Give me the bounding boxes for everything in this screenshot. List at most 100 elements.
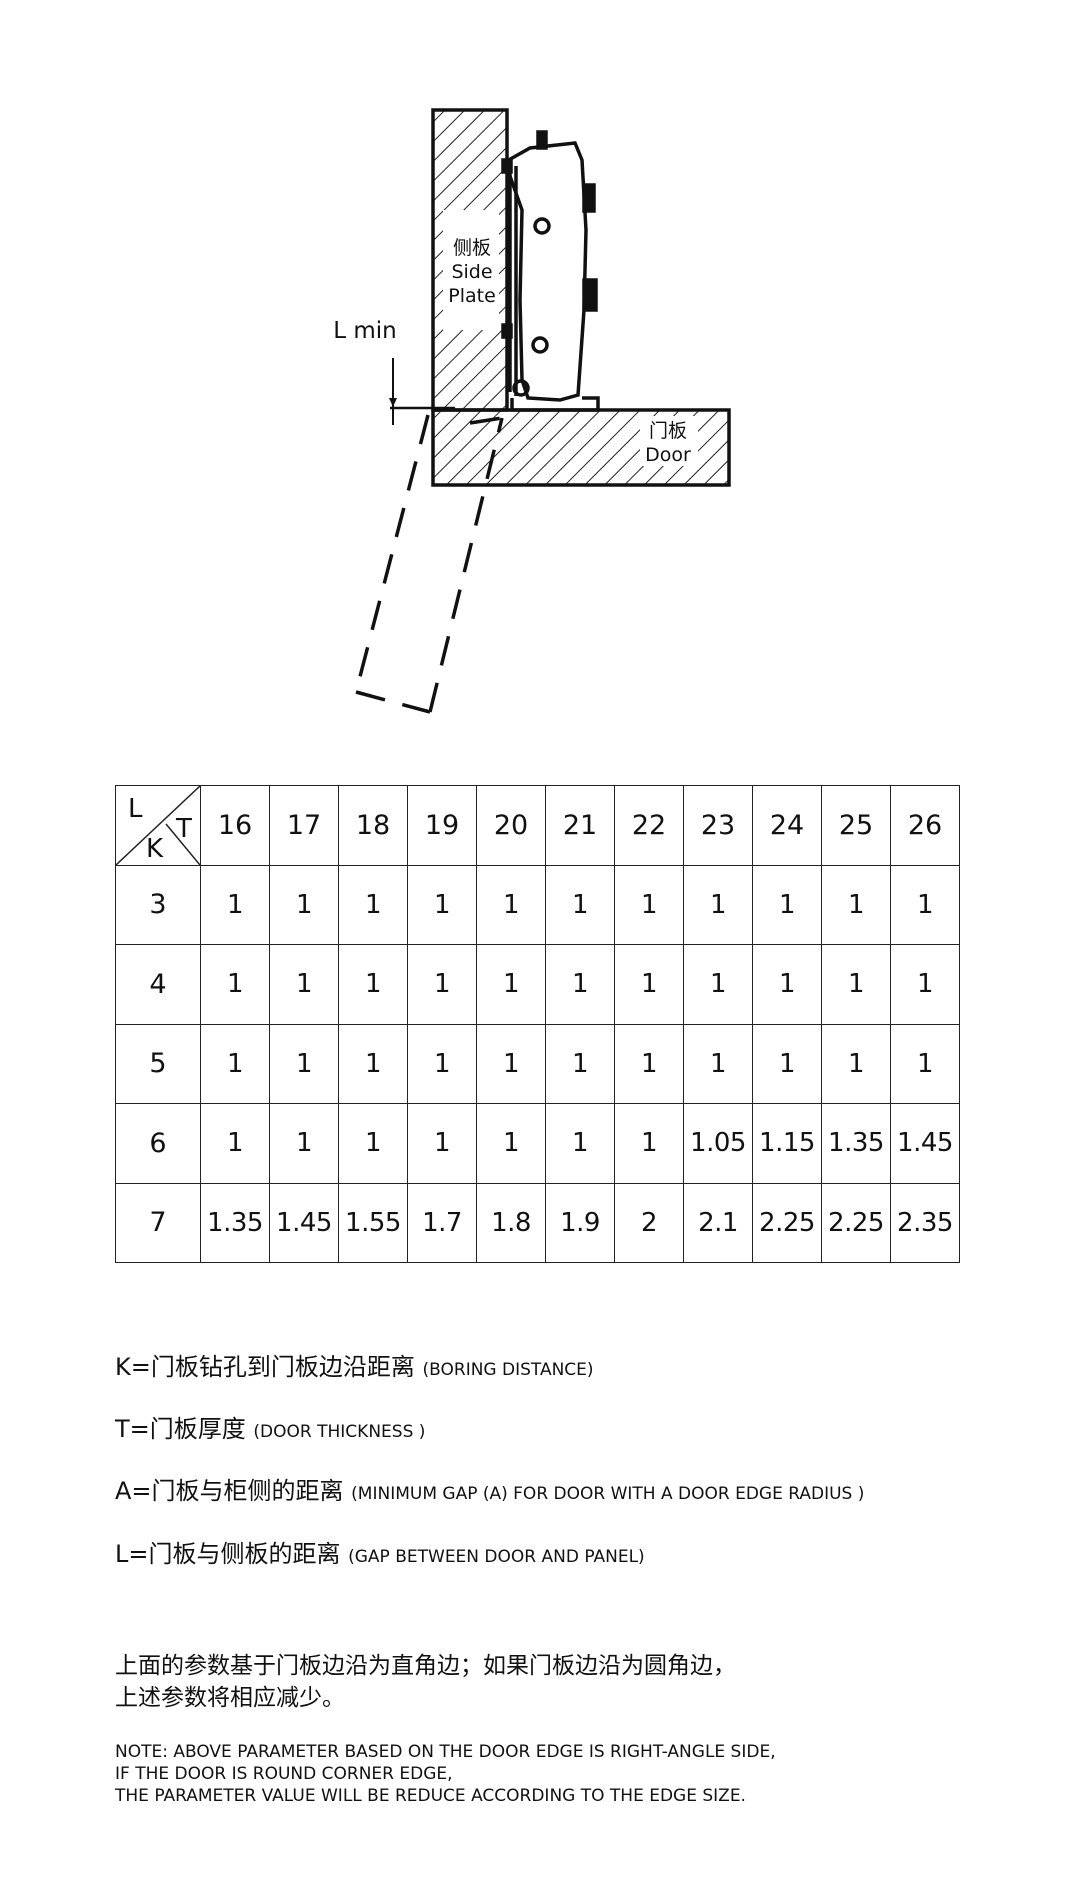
note-english: NOTE: ABOVE PARAMETER BASED ON THE DOOR … bbox=[115, 1741, 776, 1807]
table-row: 5 1 1 1 1 1 1 1 1 1 1 1 bbox=[115, 1023, 960, 1104]
table-header-row: L T K 16 17 18 19 20 21 22 23 24 25 26 bbox=[115, 785, 960, 866]
legend-a-en: (MINIMUM GAP (A) FOR DOOR WITH A DOOR ED… bbox=[351, 1484, 865, 1504]
table-cell: 1 bbox=[614, 944, 684, 1025]
legend-a: A=门板与柜侧的距离 (MINIMUM GAP (A) FOR DOOR WIT… bbox=[115, 1471, 864, 1506]
table-cell: 1 bbox=[407, 944, 477, 1025]
table-row: 6 1 1 1 1 1 1 1 1.05 1.15 1.35 1.45 bbox=[115, 1103, 960, 1184]
table-cell: 1.45 bbox=[890, 1103, 960, 1184]
opened-door-outline bbox=[354, 414, 504, 714]
row-header: 7 bbox=[115, 1182, 201, 1263]
table-cell: 1.55 bbox=[338, 1182, 408, 1263]
legend-l: L=门板与侧板的距离 (GAP BETWEEN DOOR AND PANEL) bbox=[115, 1534, 645, 1569]
table-cell: 1 bbox=[890, 864, 960, 945]
row-header: 6 bbox=[115, 1103, 201, 1184]
table-cell: 1.7 bbox=[407, 1182, 477, 1263]
column-header: 17 bbox=[269, 785, 339, 866]
note-cn-line-2: 上述参数将相应减少。 bbox=[115, 1685, 345, 1711]
table-cell: 1 bbox=[338, 1023, 408, 1104]
row-header: 3 bbox=[115, 864, 201, 945]
table-cell: 1 bbox=[269, 944, 339, 1025]
table-cell: 1 bbox=[545, 944, 615, 1025]
table-cell: 1 bbox=[821, 944, 891, 1025]
side-plate-en-label-1: Side bbox=[451, 261, 492, 283]
table-cell: 1 bbox=[890, 944, 960, 1025]
table-cell: 1 bbox=[407, 1023, 477, 1104]
note-en-line-3: THE PARAMETER VALUE WILL BE REDUCE ACCOR… bbox=[115, 1786, 746, 1806]
table-cell: 1.35 bbox=[200, 1182, 270, 1263]
table-cell: 1 bbox=[683, 864, 753, 945]
column-header: 24 bbox=[752, 785, 822, 866]
table-cell: 2 bbox=[614, 1182, 684, 1263]
table-cell: 1 bbox=[269, 1023, 339, 1104]
row-header: 5 bbox=[115, 1023, 201, 1104]
table-cell: 1.15 bbox=[752, 1103, 822, 1184]
corner-label-t: T bbox=[176, 814, 192, 844]
row-header: 4 bbox=[115, 944, 201, 1025]
table-cell: 1 bbox=[683, 1023, 753, 1104]
table-cell: 2.25 bbox=[821, 1182, 891, 1263]
legend-t-cn: T=门板厚度 bbox=[115, 1415, 246, 1443]
table-cell: 1 bbox=[545, 1103, 615, 1184]
legend-l-en: (GAP BETWEEN DOOR AND PANEL) bbox=[348, 1547, 645, 1567]
table-cell: 1 bbox=[752, 944, 822, 1025]
table-cell: 1 bbox=[821, 864, 891, 945]
table-cell: 1 bbox=[545, 864, 615, 945]
note-cn-line-1: 上面的参数基于门板边沿为直角边；如果门板边沿为圆角边， bbox=[115, 1653, 736, 1679]
corner-diagonal-lines bbox=[116, 786, 200, 865]
side-plate: 侧板 Side Plate bbox=[431, 108, 509, 412]
legend-k-en: (BORING DISTANCE) bbox=[422, 1360, 594, 1380]
table-cell: 1 bbox=[338, 944, 408, 1025]
table-cell: 1.45 bbox=[269, 1182, 339, 1263]
legend-l-cn: L=门板与侧板的距离 bbox=[115, 1540, 341, 1568]
table-cell: 1 bbox=[614, 1103, 684, 1184]
legend-a-cn: A=门板与柜侧的距离 bbox=[115, 1477, 344, 1505]
table-cell: 1.9 bbox=[545, 1182, 615, 1263]
side-plate-cn-label: 侧板 bbox=[453, 237, 491, 259]
table-cell: 1 bbox=[476, 1023, 546, 1104]
table-row: 7 1.35 1.45 1.55 1.7 1.8 1.9 2 2.1 2.25 … bbox=[115, 1182, 960, 1263]
table-cell: 1 bbox=[683, 944, 753, 1025]
corner-label-k: K bbox=[146, 834, 164, 864]
door-cn-label: 门板 bbox=[649, 420, 687, 442]
table-cell: 1 bbox=[752, 1023, 822, 1104]
table-cell: 1 bbox=[752, 864, 822, 945]
table-row: 3 1 1 1 1 1 1 1 1 1 1 1 bbox=[115, 864, 960, 945]
table-cell: 1 bbox=[200, 1023, 270, 1104]
table-corner-cell: L T K bbox=[115, 785, 201, 866]
side-plate-en-label-2: Plate bbox=[448, 285, 496, 307]
door-en-label: Door bbox=[645, 444, 691, 466]
table-cell: 1 bbox=[476, 1103, 546, 1184]
table-cell: 1 bbox=[407, 1103, 477, 1184]
column-header: 21 bbox=[545, 785, 615, 866]
table-cell: 2.25 bbox=[752, 1182, 822, 1263]
column-header: 19 bbox=[407, 785, 477, 866]
table-cell: 1 bbox=[821, 1023, 891, 1104]
table-cell: 1 bbox=[407, 864, 477, 945]
column-header: 22 bbox=[614, 785, 684, 866]
table-cell: 1 bbox=[545, 1023, 615, 1104]
table-cell: 1 bbox=[200, 1103, 270, 1184]
table-cell: 1 bbox=[200, 864, 270, 945]
table-cell: 1.8 bbox=[476, 1182, 546, 1263]
table-row: 4 1 1 1 1 1 1 1 1 1 1 1 bbox=[115, 944, 960, 1025]
table-cell: 1 bbox=[614, 864, 684, 945]
legend-t: T=门板厚度 (DOOR THICKNESS ) bbox=[115, 1409, 425, 1444]
table-cell: 1 bbox=[200, 944, 270, 1025]
table-cell: 1 bbox=[476, 864, 546, 945]
note-chinese: 上面的参数基于门板边沿为直角边；如果门板边沿为圆角边， 上述参数将相应减少。 bbox=[115, 1650, 736, 1714]
column-header: 23 bbox=[683, 785, 753, 866]
legend-k: K=门板钻孔到门板边沿距离 (BORING DISTANCE) bbox=[115, 1347, 594, 1382]
column-header: 25 bbox=[821, 785, 891, 866]
column-header: 18 bbox=[338, 785, 408, 866]
table-cell: 1 bbox=[338, 1103, 408, 1184]
table-cell: 1 bbox=[338, 864, 408, 945]
table-cell: 2.1 bbox=[683, 1182, 753, 1263]
l-min-dimension: L min bbox=[333, 318, 455, 425]
hinge bbox=[501, 130, 600, 412]
table-cell: 1.35 bbox=[821, 1103, 891, 1184]
corner-label-l: L bbox=[128, 794, 143, 824]
column-header: 26 bbox=[890, 785, 960, 866]
legend-t-en: (DOOR THICKNESS ) bbox=[253, 1422, 426, 1442]
table-cell: 1 bbox=[269, 864, 339, 945]
column-header: 16 bbox=[200, 785, 270, 866]
